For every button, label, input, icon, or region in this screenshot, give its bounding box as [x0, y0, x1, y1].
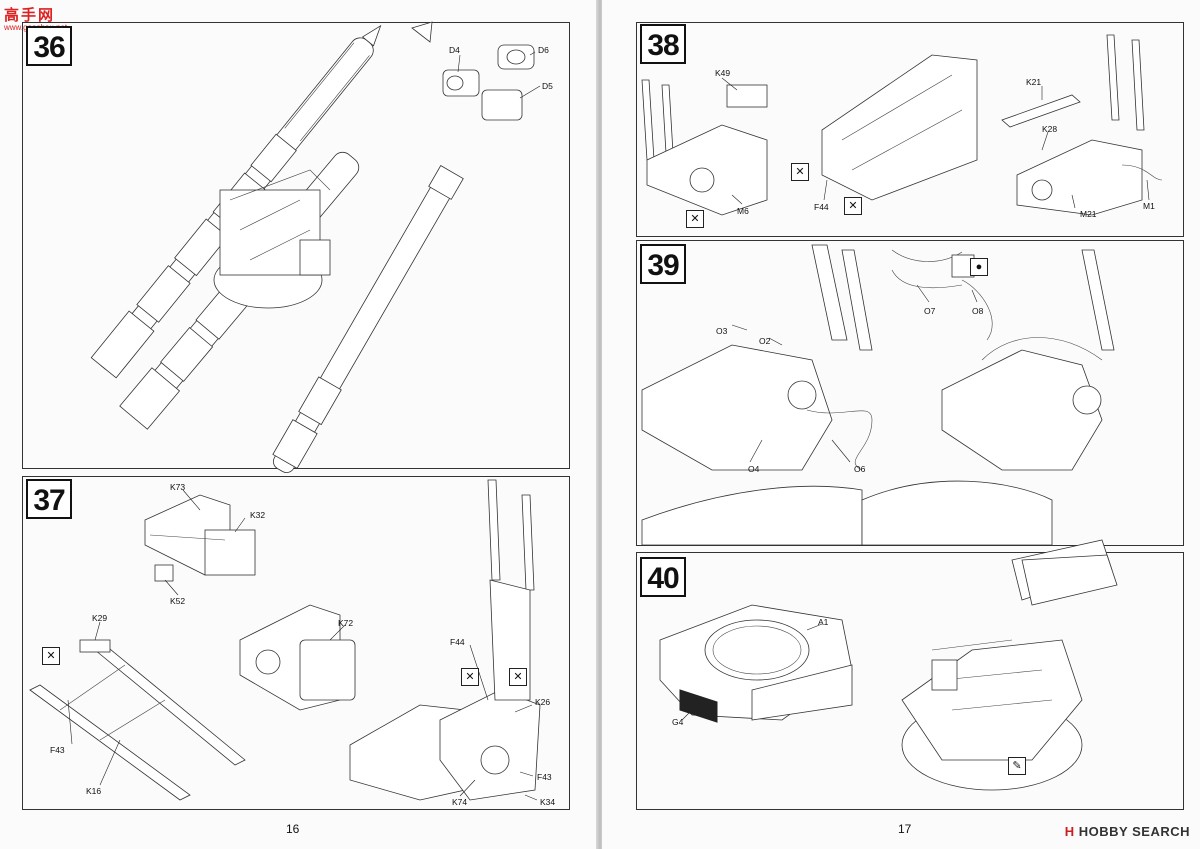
- label-d4: D4: [449, 45, 460, 55]
- step-39-number: 39: [640, 244, 686, 284]
- decal-icon: ✎: [1008, 757, 1026, 775]
- label-o4: O4: [748, 464, 760, 474]
- label-k72: K72: [338, 618, 354, 628]
- step-38-number: 38: [640, 24, 686, 64]
- label-f43: F43: [50, 745, 65, 755]
- page-number: 17: [898, 822, 912, 836]
- cement-icon: ✕: [42, 647, 60, 665]
- step-36-number: 36: [26, 26, 72, 66]
- label-k34: K34: [540, 797, 556, 807]
- step-37-number: 37: [26, 479, 72, 519]
- label-f44: F44: [450, 637, 465, 647]
- label-m1: M1: [1143, 201, 1155, 211]
- page-gutter: [596, 0, 604, 849]
- label-o7: O7: [924, 306, 936, 316]
- cement-icon: ✕: [686, 210, 704, 228]
- label-k49: K49: [715, 68, 731, 78]
- label-k74: K74: [452, 797, 468, 807]
- step-39-illustration: [641, 244, 1115, 546]
- step-37-frame: [22, 476, 570, 810]
- instruction-page-16: 高手网 www.gaoshou.net 36: [0, 0, 598, 849]
- brand-mark: H: [1064, 824, 1075, 839]
- page-number: 16: [286, 822, 300, 836]
- label-k73: K73: [170, 482, 186, 492]
- watermark-logo: 高手网: [4, 6, 56, 24]
- label-a1: A1: [818, 617, 829, 627]
- label-d5: D5: [542, 81, 553, 91]
- brand-logo: H HOBBY SEARCH: [1065, 824, 1190, 839]
- cement-icon: ✕: [791, 163, 809, 181]
- step-38-illustration: [641, 34, 1163, 216]
- instruction-page-17: 38 ✕ ✕ ✕ K49 M6 F44 K21 K28 M21 M1 39: [602, 0, 1200, 849]
- label-k26: K26: [535, 697, 551, 707]
- step-36-frame: [22, 22, 570, 469]
- cement-icon: ✕: [461, 668, 479, 686]
- label-o6: O6: [854, 464, 866, 474]
- label-f43-right: F43: [537, 772, 552, 782]
- label-k28: K28: [1042, 124, 1058, 134]
- step-38-frame: [636, 22, 1184, 237]
- step-37-illustration: [29, 479, 541, 801]
- label-k29: K29: [92, 613, 108, 623]
- label-k32: K32: [250, 510, 266, 520]
- cement-icon: ✕: [509, 668, 527, 686]
- label-d6: D6: [538, 45, 549, 55]
- label-k21: K21: [1026, 77, 1042, 87]
- step-40-frame: [636, 552, 1184, 810]
- step-40-illustration: [659, 539, 1118, 791]
- paint-icon: ●: [970, 258, 988, 276]
- label-m6: M6: [737, 206, 749, 216]
- label-o2: O2: [759, 336, 771, 346]
- label-k16: K16: [86, 786, 102, 796]
- label-k52: K52: [170, 596, 186, 606]
- label-m21: M21: [1080, 209, 1097, 219]
- cement-icon: ✕: [844, 197, 862, 215]
- step-36-illustration: [90, 21, 541, 473]
- label-f44: F44: [814, 202, 829, 212]
- step-40-number: 40: [640, 557, 686, 597]
- label-o8: O8: [972, 306, 984, 316]
- step-39-frame: [636, 240, 1184, 546]
- label-g4: G4: [672, 717, 684, 727]
- label-o3: O3: [716, 326, 728, 336]
- brand-text: HOBBY SEARCH: [1078, 824, 1190, 839]
